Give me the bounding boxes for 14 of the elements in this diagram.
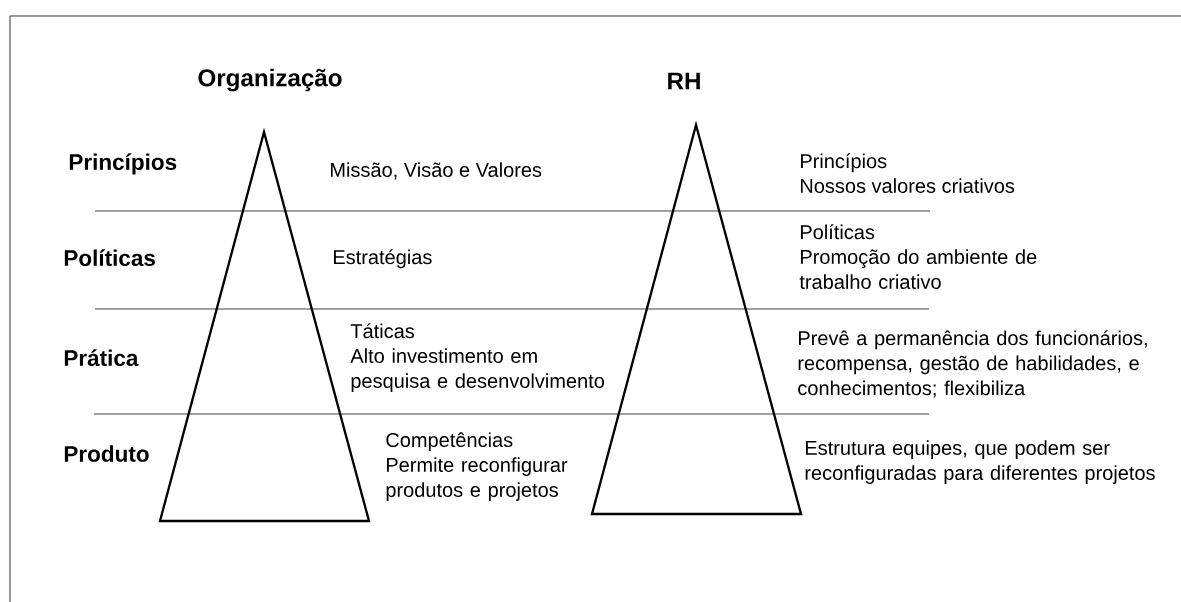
description-text: Políticas [801,224,875,240]
description-text: Princípios [801,153,887,173]
description-text: Permite reconfigurar produtos e projetos [386,457,568,501]
row-label: Prática [64,349,139,367]
description-text: Missão, Visão e Valores [331,162,542,180]
description-text: Estratégias [334,249,432,269]
row-label: Princípios [69,153,177,175]
description-text: Nossos valores criativos [801,178,1015,193]
description-text: Promoção do ambiente de trabalho criativo [799,249,1037,289]
description-text: Alto investimento em pesquisa e desenvolvimento [350,348,605,392]
description-text: Prevê a permanência dos funcionários, recompensa, gestão de habilidades, e conhecimentos; flexibiliza [798,330,1147,398]
heading: Organização [198,68,342,92]
heading: RH [668,72,700,90]
description-text: Táticas [350,323,415,339]
